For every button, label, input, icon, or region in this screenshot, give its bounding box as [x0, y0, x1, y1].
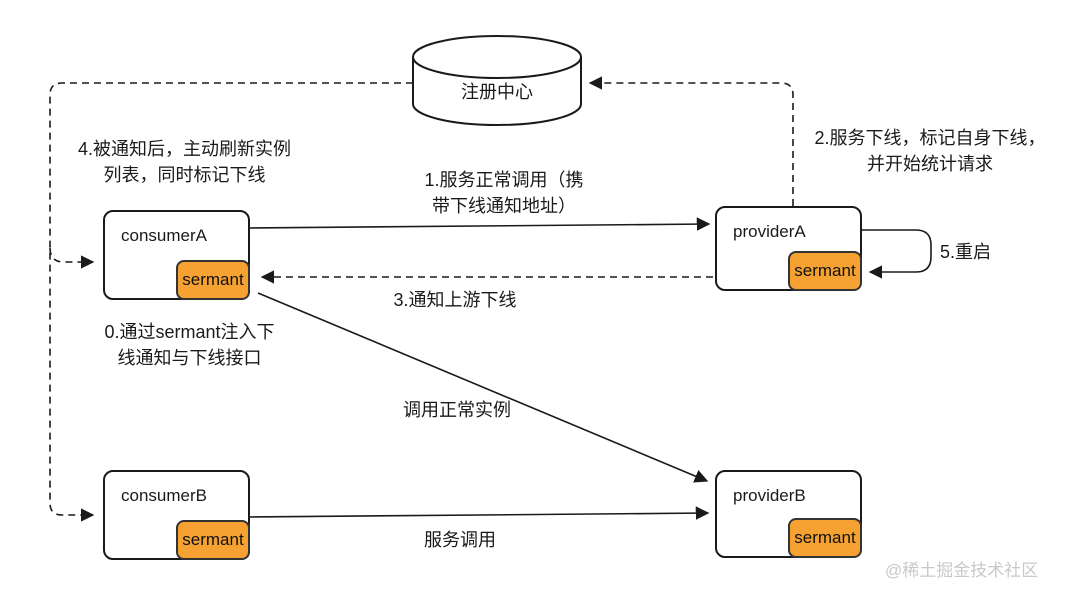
watermark: @稀土掘金技术社区 — [885, 561, 1039, 580]
annotation-step-0: 0.通过sermant注入下 线通知与下线接口 — [104, 322, 275, 368]
edge-restart-loop — [862, 229, 932, 279]
node-consumer-b-label: consumerB — [121, 486, 207, 505]
registry-cylinder — [412, 35, 582, 126]
node-consumer-a-label: consumerA — [121, 226, 207, 245]
node-consumer-a: consumerA sermant — [103, 210, 250, 300]
annotation-step-3: 3.通知上游下线 — [393, 290, 517, 310]
node-provider-b-label: providerB — [733, 486, 806, 505]
edge-service-call — [249, 506, 710, 520]
node-provider-a-label: providerA — [733, 222, 806, 241]
edge-call-normal-instance — [257, 292, 709, 483]
node-provider-b: providerB sermant — [715, 470, 862, 558]
annotation-step-5: 5.重启 — [940, 242, 992, 262]
annotation-step-4: 4.被通知后，主动刷新实例 列表，同时标记下线 — [77, 139, 291, 185]
node-consumer-b: consumerB sermant — [103, 470, 250, 560]
edge-normal-call — [249, 217, 711, 231]
edge-registry-branch-consumer-a — [49, 247, 95, 269]
node-consumer-a-sermant-badge: sermant — [176, 260, 250, 300]
annotation-step-2: 2.服务下线，标记自身下线， 并开始统计请求 — [814, 128, 1046, 174]
annotation-call-normal-instance: 调用正常实例 — [403, 400, 511, 420]
edge-registry-to-consumer-b — [49, 82, 413, 522]
node-provider-b-sermant-badge: sermant — [788, 518, 862, 558]
edge-provider-a-to-registry — [588, 76, 794, 206]
node-provider-a: providerA sermant — [715, 206, 862, 291]
registry-label: 注册中心 — [461, 82, 533, 102]
node-consumer-b-sermant-badge: sermant — [176, 520, 250, 560]
annotation-step-1: 1.服务正常调用（携 带下线通知地址） — [424, 170, 584, 216]
node-provider-a-sermant-badge: sermant — [788, 251, 862, 291]
annotation-service-call: 服务调用 — [424, 530, 496, 550]
